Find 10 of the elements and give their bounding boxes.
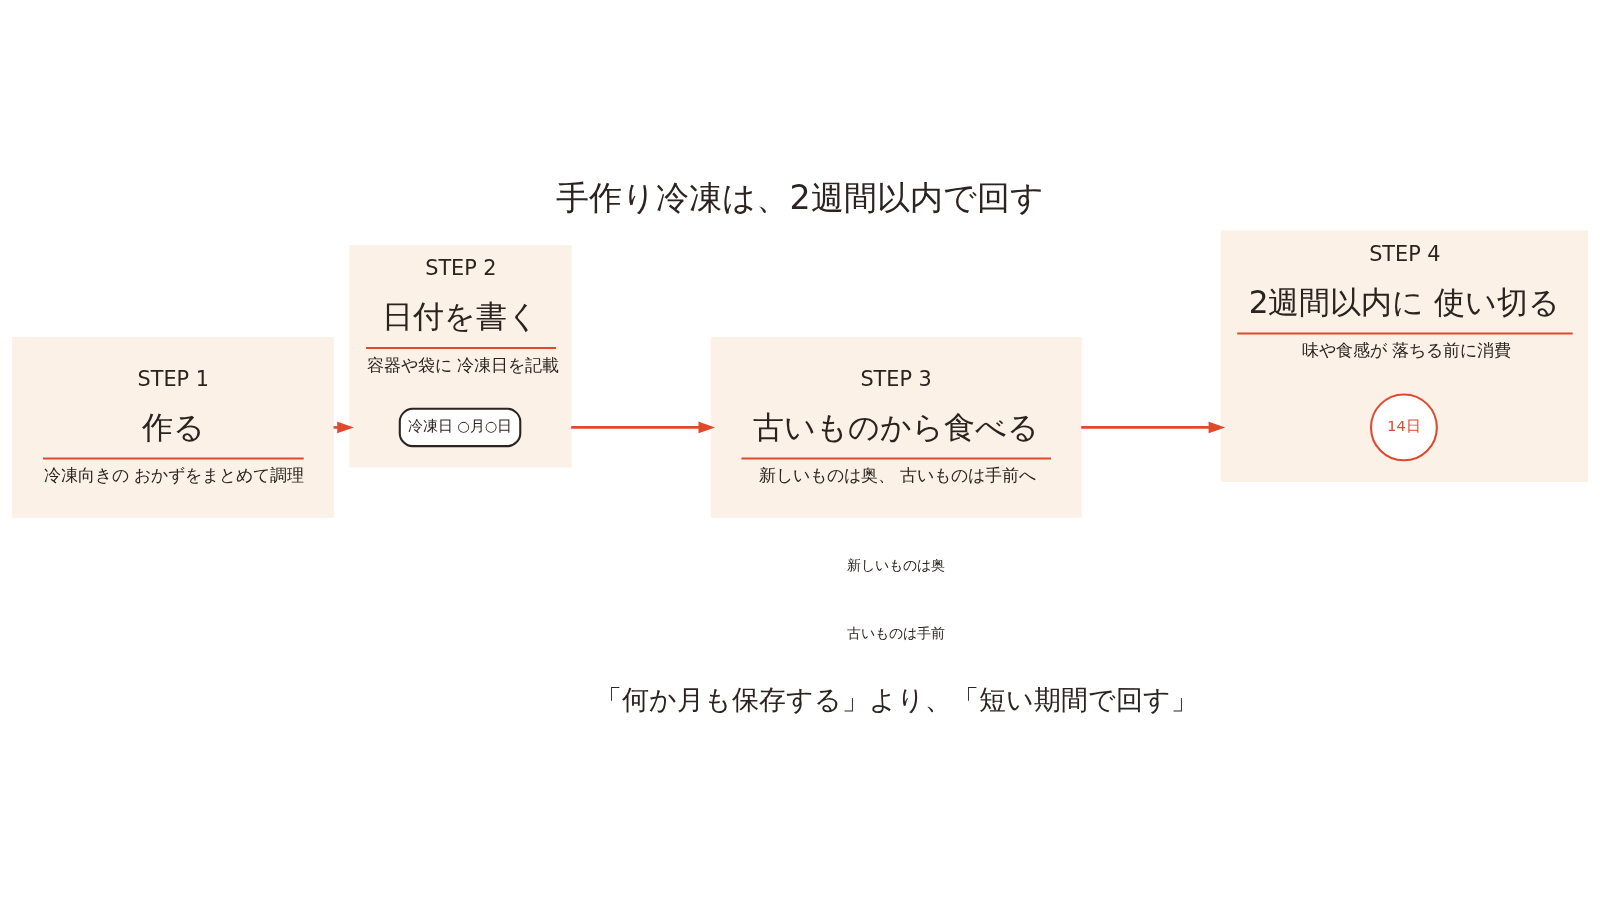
label: 新しいものは奥 [847, 557, 946, 574]
arrow [571, 421, 716, 434]
arrow [1081, 421, 1226, 434]
node-box: 冷凍日 ○月○日 [398, 407, 522, 448]
node-box: STEP 1 作る 冷凍向きの おかずをまとめて調理 [11, 337, 334, 518]
label: 古いものは手前 [847, 624, 946, 641]
node-box: STEP 3 古いものから食べる 新しいものは奥、 古いものは手前へ [710, 337, 1082, 518]
caption: 「何か月も保存する」より、「短い期間で回す」 [594, 684, 1198, 716]
diagram-title: 手作り冷凍は、2週間以内で回す [556, 177, 1044, 217]
node-circle: 14日 [1369, 393, 1438, 462]
